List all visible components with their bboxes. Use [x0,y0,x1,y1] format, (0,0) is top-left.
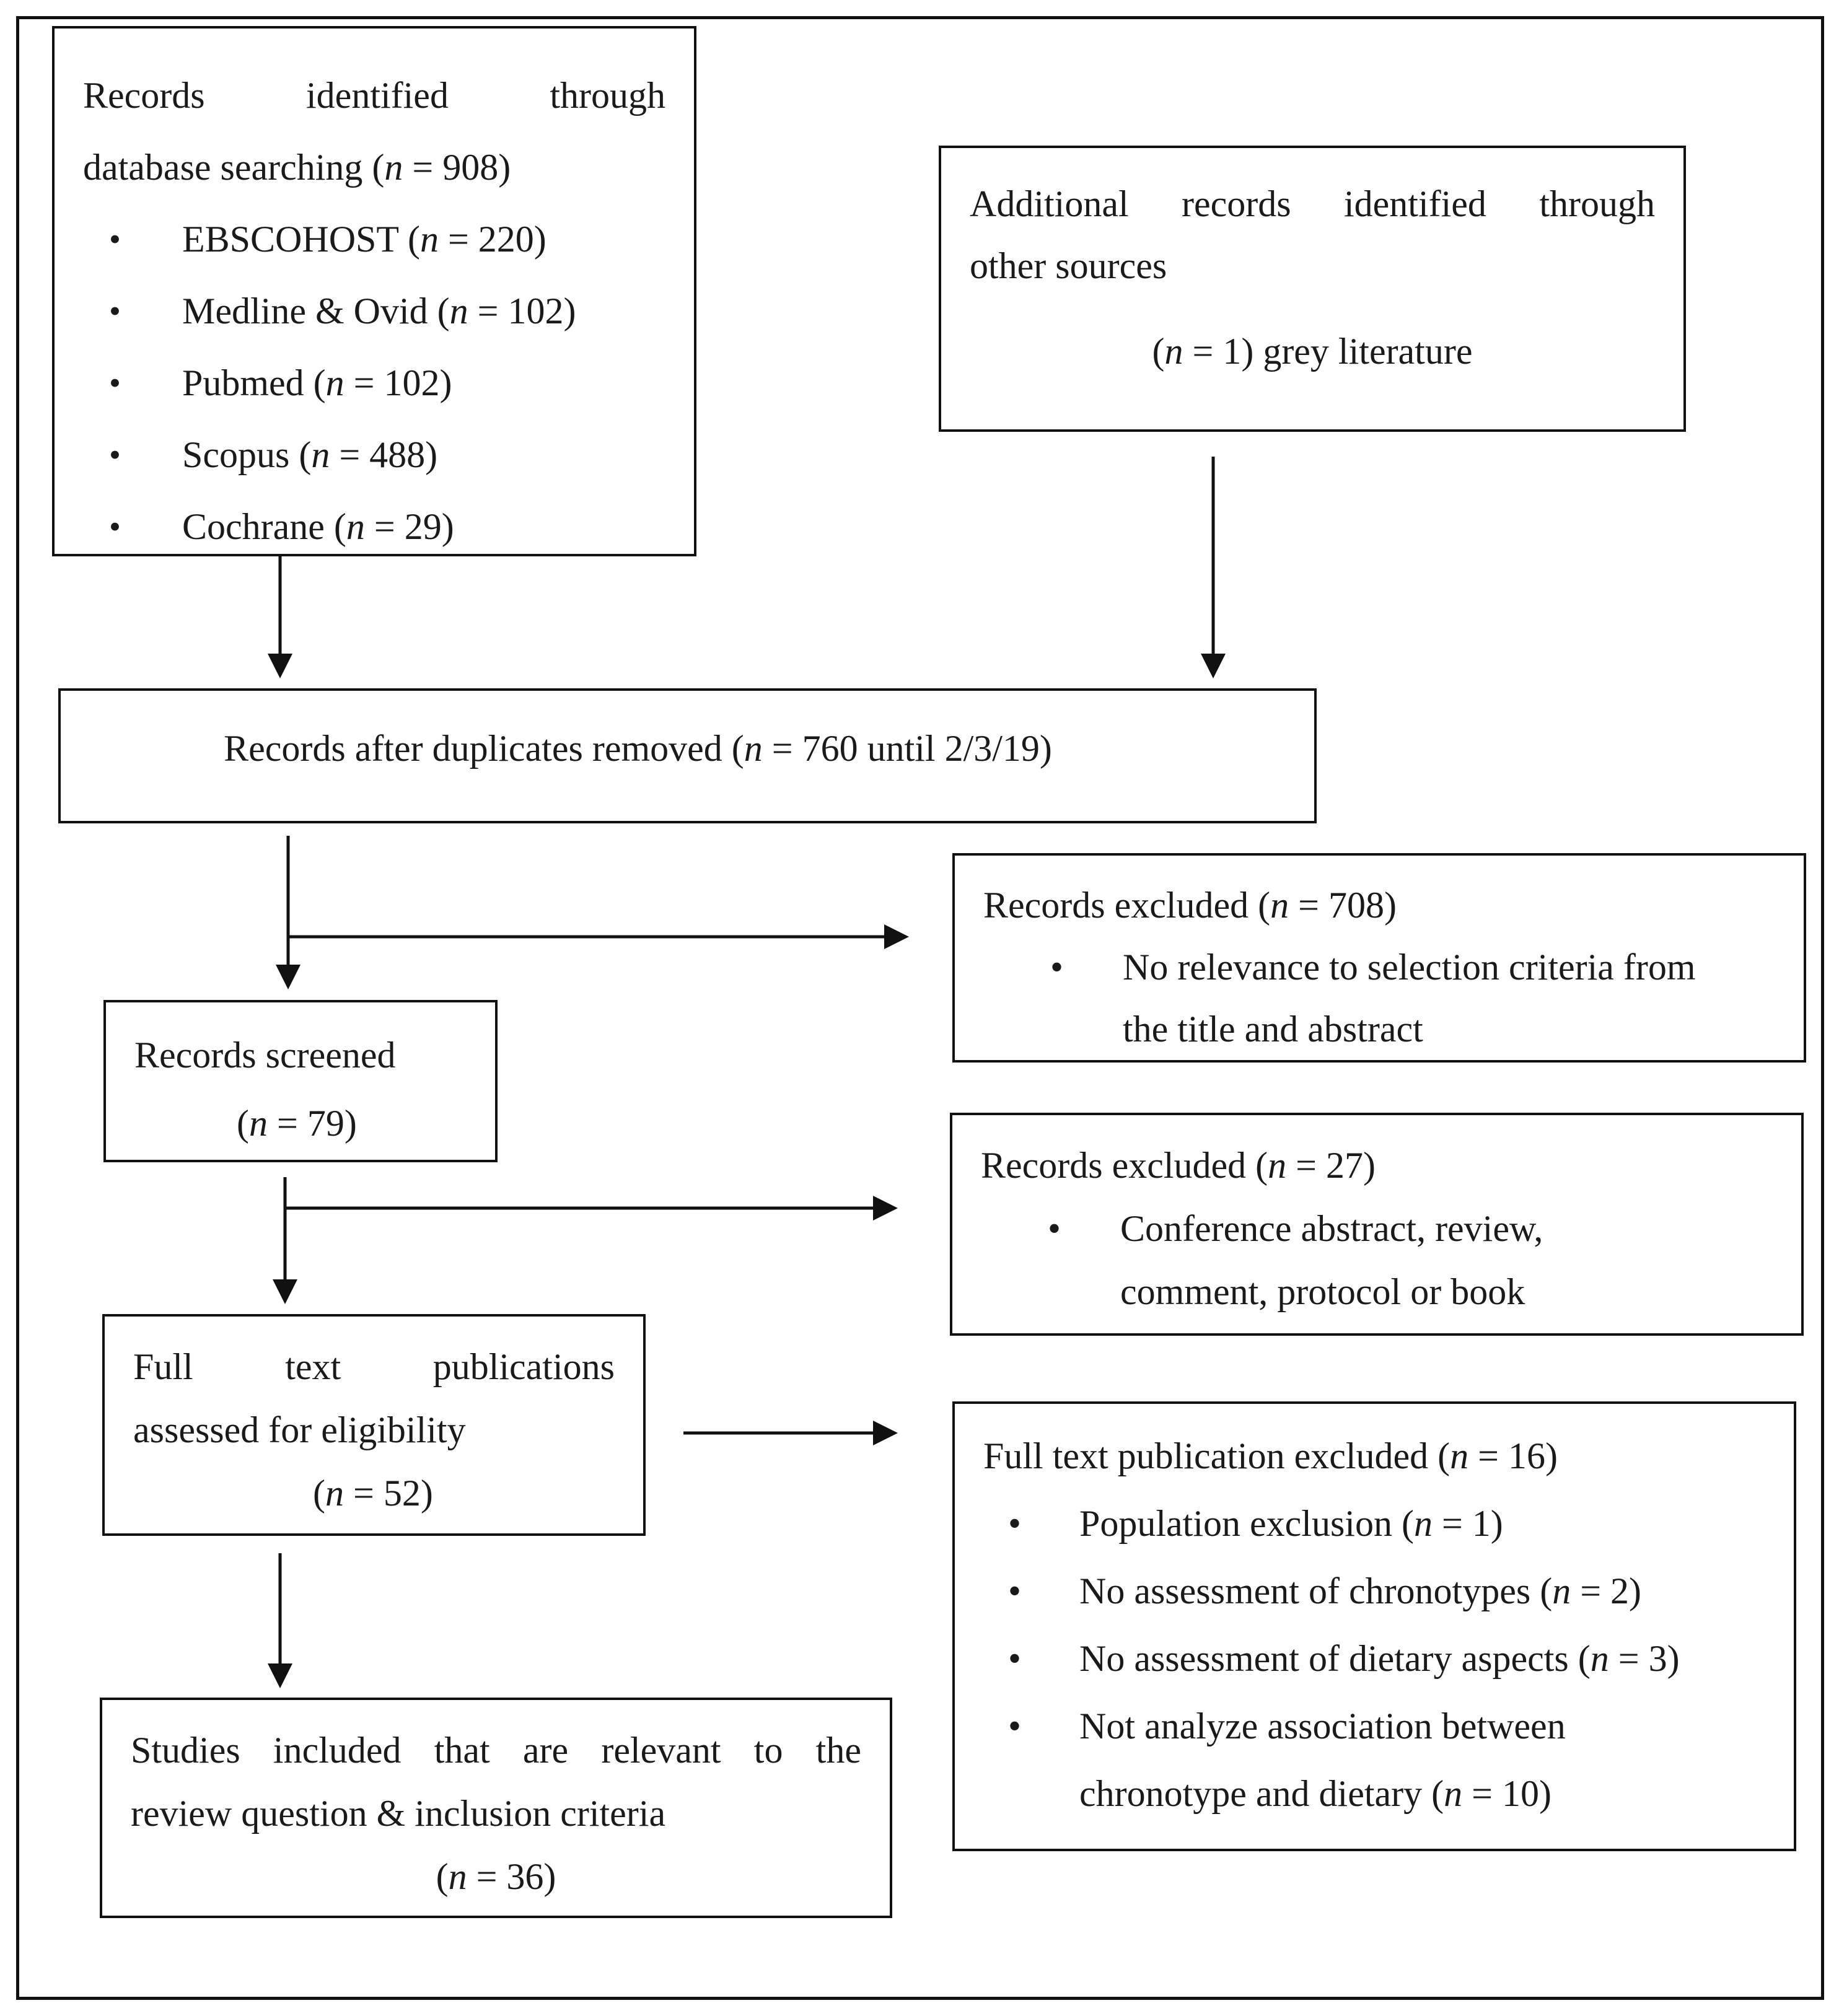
excluded-2-bullet: • Conference abstract, review, [981,1197,1773,1260]
list-item: • No assessment of chronotypes (n = 2) [983,1558,1765,1625]
list-item: Scopus (n = 488) [83,419,665,491]
list-item: • Population exclusion (n = 1) [983,1490,1765,1558]
list-item: • Not analyze association between [983,1693,1765,1760]
additional-line2: other sources [970,245,1167,286]
list-item: Cochrane (n = 29) [83,491,665,563]
list-item: Pubmed (n = 102) [83,347,665,419]
identification-title-line2: database searching (n = 908) [83,147,511,188]
bullet-icon: • [1048,1208,1061,1249]
bullet-icon: • [1008,1503,1022,1544]
included-line1: Studies included that are relevant to th… [131,1730,861,1771]
fulltext-assessed-box: Full text publications assessed for elig… [102,1314,646,1536]
identification-title-line1: Records identified through [83,75,665,116]
fulltext-count: (n = 52) [313,1473,433,1514]
diagram-frame [16,16,1824,2000]
list-item: EBSCOHOST (n = 220) [83,203,665,275]
bullet-icon: • [1050,947,1064,988]
bullet-icon: • [1008,1571,1022,1611]
excluded-1-title: Records excluded (n = 708) [983,885,1397,926]
screened-title: Records screened [134,1035,396,1076]
duplicates-text: Records after duplicates removed (n = 76… [224,728,1052,769]
excluded-3-title: Full text publication excluded (n = 16) [983,1435,1558,1476]
bullet-icon: • [1008,1638,1022,1679]
fulltext-line2: assessed for eligibility [133,1409,466,1450]
studies-included-box: Studies included that are relevant to th… [100,1698,892,1918]
list-item: Medline & Ovid (n = 102) [83,275,665,347]
additional-records-box: Additional records identified through ot… [939,146,1686,432]
records-screened-box: Records screened (n = 79) [103,1000,498,1162]
database-list: EBSCOHOST (n = 220) Medline & Ovid (n = … [83,203,665,563]
excluded-2-title: Records excluded (n = 27) [981,1145,1376,1186]
bullet-icon: • [1008,1706,1022,1746]
records-excluded-box-1: Records excluded (n = 708) • No relevanc… [952,853,1806,1063]
list-item-cont: chronotype and dietary (n = 10) [1079,1773,1552,1814]
excluded-1-bullet-cont: the title and abstract [1123,1009,1423,1050]
fulltext-excluded-box: Full text publication excluded (n = 16) … [952,1401,1796,1851]
additional-line3: (n = 1) grey literature [1152,331,1473,372]
included-line2: review question & inclusion criteria [131,1793,666,1834]
duplicates-removed-box: Records after duplicates removed (n = 76… [58,688,1317,823]
records-excluded-box-2: Records excluded (n = 27) • Conference a… [950,1113,1804,1336]
additional-line1: Additional records identified through [970,183,1655,224]
fulltext-line1: Full text publications [133,1346,615,1387]
excluded-2-bullet-cont: comment, protocol or book [1120,1271,1525,1312]
screened-count: (n = 79) [237,1103,357,1144]
included-count: (n = 36) [436,1856,556,1897]
identification-box: Records identified through database sear… [52,26,696,563]
list-item: • No assessment of dietary aspects (n = … [983,1625,1765,1693]
excluded-1-bullet: • No relevance to selection criteria fro… [983,936,1775,998]
